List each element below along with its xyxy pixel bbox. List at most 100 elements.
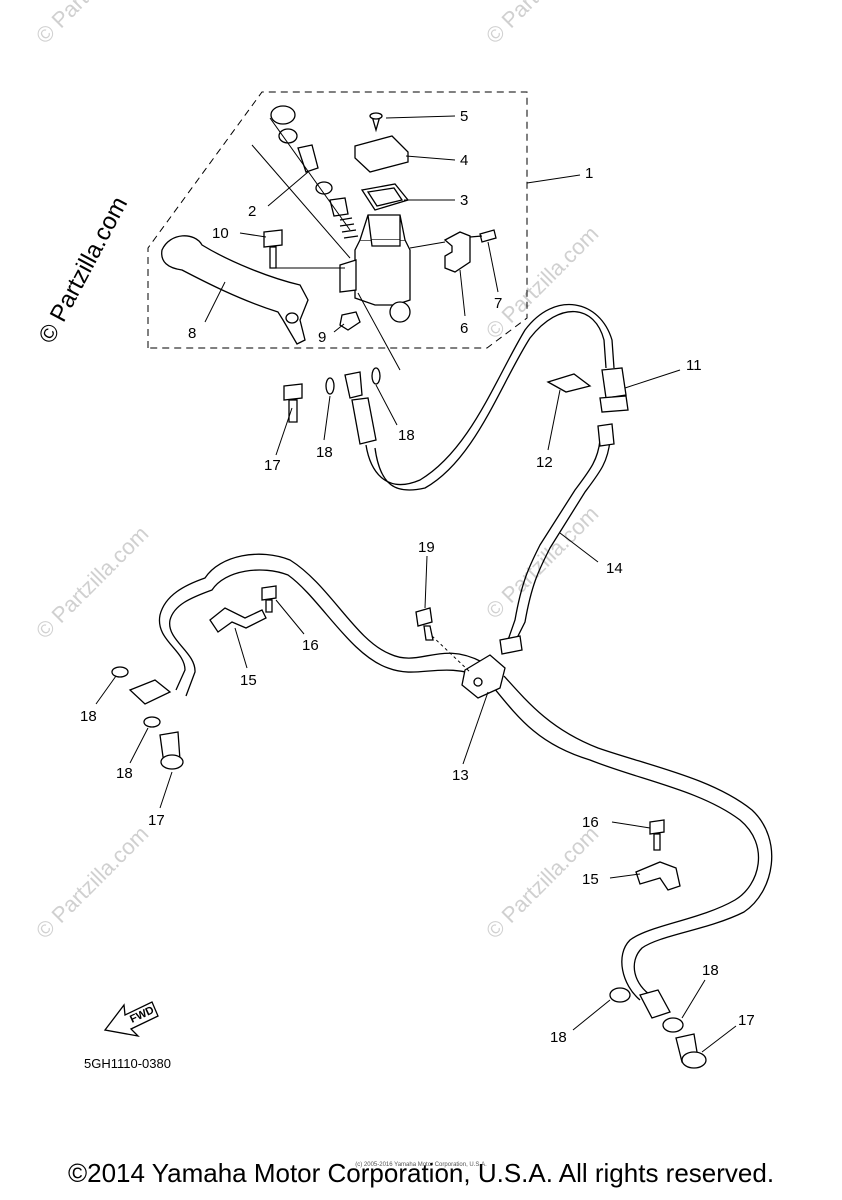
pipe-end-fitting	[597, 423, 615, 447]
callout-18-upper-b: 18	[398, 427, 415, 444]
piston-ring	[278, 128, 298, 144]
callout-11: 11	[686, 357, 702, 374]
kit-bracket-line	[251, 144, 351, 259]
leader-line	[204, 281, 226, 323]
callout-12: 12	[536, 454, 553, 471]
pivot-bolt	[263, 229, 283, 269]
holder-bolt	[469, 229, 497, 243]
pivot-nut	[339, 311, 361, 331]
leader-line	[609, 873, 641, 879]
callout-18-left-b: 18	[116, 765, 133, 782]
leader-line	[487, 241, 499, 293]
kit-bracket-line	[269, 117, 351, 231]
callout-3: 3	[460, 192, 468, 209]
callout-17-upper: 17	[264, 457, 281, 474]
master-cylinder-body	[354, 239, 411, 306]
leader-line	[572, 999, 611, 1031]
leader-line	[611, 821, 651, 829]
watermark-text: © Partzilla.com	[31, 521, 154, 644]
callout-14: 14	[606, 560, 623, 577]
diaphragm	[360, 183, 410, 211]
callout-9: 9	[318, 329, 326, 346]
master-cylinder-mount	[339, 259, 357, 293]
upper-hose-group	[283, 303, 629, 655]
hose-joint	[461, 654, 506, 699]
callout-5: 5	[460, 108, 468, 125]
banjo-bolt	[283, 383, 303, 423]
leader-line	[559, 532, 599, 563]
leader-line	[234, 627, 248, 669]
caliper-banjo-head	[160, 754, 184, 770]
fwd-arrow: FWD	[103, 1001, 159, 1038]
lower-hose-group	[111, 553, 773, 1069]
callout-18-left-a: 18	[80, 708, 97, 725]
leader-line	[95, 675, 117, 705]
piston-spring-seat	[329, 197, 349, 217]
callout-6: 6	[460, 320, 468, 337]
hose-joint-hole	[473, 677, 483, 687]
leader-line	[239, 232, 267, 238]
callout-15-left: 15	[240, 672, 257, 689]
piston-cup	[315, 181, 333, 195]
diagram-code: 5GH1110-0380	[84, 1056, 171, 1071]
watermark-text: © Partzilla.com	[31, 0, 154, 49]
leader-line	[333, 323, 345, 333]
leader-line	[159, 771, 173, 809]
leader-line	[624, 369, 681, 389]
callout-15-right: 15	[582, 871, 599, 888]
callout-19: 19	[418, 539, 435, 556]
piston	[297, 144, 319, 173]
leader-line	[267, 171, 309, 207]
watermark-text: © Partzilla.com	[481, 501, 604, 624]
joint-bolt	[415, 607, 434, 641]
right-brake-hose	[493, 687, 760, 1001]
leader-line	[375, 384, 398, 426]
upper-brake-hose	[374, 310, 607, 491]
leader-line	[462, 691, 489, 765]
leader-line	[681, 979, 706, 1019]
copyright-notice: ©2014 Yamaha Motor Corporation, U.S.A. A…	[67, 1158, 775, 1188]
leader-lines	[95, 115, 737, 1053]
leader-line	[459, 269, 466, 317]
callout-4: 4	[460, 152, 468, 169]
joint-nut	[599, 395, 629, 413]
brake-lever	[161, 235, 309, 345]
cap-screw-head	[369, 112, 383, 120]
watermark-layer: © Partzilla.com © Partzilla.com © Partzi…	[31, 0, 604, 944]
caliper-fitting	[128, 679, 172, 705]
left-brake-hose	[169, 569, 487, 697]
leader-line	[385, 115, 456, 119]
callout-16-right: 16	[582, 814, 599, 831]
callout-labels: 1 2 3 4 5 6 7 8 9 10 11 12 13 14 15 15 1…	[80, 108, 755, 1046]
left-brake-hose	[158, 553, 483, 691]
hose-fitting	[351, 397, 377, 445]
master-cylinder-port	[389, 301, 411, 323]
master-cylinder-reservoir	[359, 214, 406, 247]
callout-10: 10	[212, 225, 229, 242]
copper-washer	[609, 987, 631, 1003]
leader-line	[424, 555, 428, 609]
copper-washer	[662, 1017, 684, 1033]
leader-line	[357, 292, 401, 371]
leader-line	[129, 727, 149, 764]
clamp-bolt	[261, 585, 277, 613]
callout-1: 1	[585, 165, 593, 182]
tiny-copyright: (c) 2005-2016 Yamaha Motor Corporation, …	[355, 1162, 487, 1168]
copper-washer	[111, 666, 129, 678]
leader-line	[275, 407, 293, 456]
leader-line	[323, 395, 331, 441]
leader-line	[701, 1025, 737, 1053]
right-brake-hose	[503, 675, 773, 997]
callout-17-left: 17	[148, 812, 165, 829]
callout-2: 2	[248, 203, 256, 220]
lever-pivot-hole	[285, 312, 299, 324]
callout-18-right-b: 18	[550, 1029, 567, 1046]
reservoir-cap	[354, 135, 409, 173]
copper-washer	[371, 367, 381, 385]
clamp-bolt	[649, 819, 665, 851]
watermark-text: © Partzilla.com	[481, 0, 604, 49]
leader-line	[405, 155, 456, 161]
banjo-fitting	[344, 371, 363, 399]
copper-washer	[143, 716, 161, 728]
